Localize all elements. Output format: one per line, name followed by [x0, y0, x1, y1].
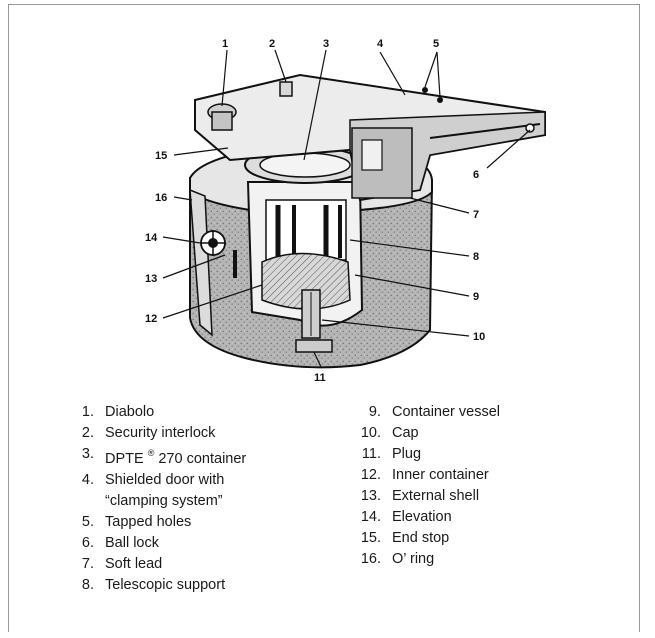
callout-15: 15 [155, 150, 167, 162]
plug [295, 339, 333, 353]
legend-label: Ball lock [105, 534, 159, 551]
callout-8: 8 [473, 251, 479, 263]
legend-number: 9. [368, 404, 381, 420]
legend-label: Inner container [392, 467, 489, 483]
legend-item-13: 13. External shell [357, 486, 500, 507]
legend-item-1: 1. Diabolo [80, 402, 246, 423]
legend-number: 5. [81, 513, 94, 530]
legend-label: Tapped holes [105, 513, 192, 530]
legend-item-12: 12. Inner container [357, 465, 500, 486]
legend-label: Soft lead [105, 555, 163, 572]
legend-label: Container vessel [392, 404, 500, 420]
legend-label: Shielded door with [105, 471, 225, 488]
legend-item-7: 7. Soft lead [80, 554, 246, 575]
legend-label: Cap [392, 425, 419, 441]
legend-number: 16. [360, 551, 381, 567]
callout-10: 10 [473, 331, 485, 343]
legend-item-11: 11. Plug [357, 444, 500, 465]
inner-cavity [246, 181, 364, 339]
legend-label: Elevation [392, 509, 452, 525]
legend-number: 11. [361, 446, 381, 462]
diabolo [207, 103, 237, 131]
legend-number: 14. [360, 509, 381, 525]
legend-item-14: 14. Elevation [357, 507, 500, 528]
callout-12: 12 [145, 313, 157, 325]
legend-number: 4. [81, 471, 94, 488]
legend-label-part: 270 container [154, 450, 247, 467]
callout-4: 4 [377, 38, 384, 50]
callout-9: 9 [473, 291, 479, 303]
registered-mark: ® [147, 448, 155, 458]
legend-number: 13. [360, 488, 381, 504]
legend-item-3: 3. DPTE ® 270 container [80, 444, 246, 470]
legend-item-5: 5. Tapped holes [80, 512, 246, 533]
legend-label-part: DPTE [105, 450, 144, 467]
legend-number: 3. [81, 446, 94, 462]
container-cutaway-diagram: 1 2 3 4 5 6 7 8 9 10 11 12 13 14 15 16 [145, 38, 546, 384]
callout-13: 13 [145, 273, 157, 285]
legend-item-16: 16. O’ ring [357, 549, 500, 570]
legend-item-9: 9. Container vessel [357, 402, 500, 423]
legend-label: Security interlock [105, 425, 216, 441]
legend-number: 2. [81, 425, 94, 441]
legend-number: 15. [360, 530, 381, 546]
figure-frame [8, 4, 640, 632]
legend-number: 10. [360, 425, 381, 441]
legend-label: Telescopic support [105, 576, 226, 593]
legend-item-8: 8. Telescopic support [80, 575, 246, 596]
callout-5: 5 [433, 38, 439, 50]
legend-number: 8. [81, 576, 94, 593]
legend-item-4: 4. Shielded door with [80, 470, 246, 491]
legend-label: End stop [392, 530, 450, 546]
callout-16: 16 [155, 192, 167, 204]
shielded-door [194, 73, 546, 202]
legend-number: 7. [81, 555, 94, 572]
legend-item-2: 2. Security interlock [80, 423, 246, 444]
legend-label: Plug [392, 446, 422, 462]
legend-number: 12. [360, 467, 381, 483]
legend-label: Diabolo [105, 404, 155, 420]
legend-number: 1. [81, 404, 94, 420]
legend-item-10: 10. Cap [357, 423, 500, 444]
leader-lines [162, 49, 531, 368]
legend-item-15: 15. End stop [357, 528, 500, 549]
legend-item-4-continued: “clamping system” [80, 491, 246, 512]
callout-11: 11 [314, 372, 326, 384]
callout-1: 1 [222, 38, 228, 50]
legend-label: DPTE ® 270 container [105, 444, 246, 470]
legend-left-column: 1. Diabolo 2. Security interlock 3. DPTE… [80, 402, 246, 596]
elevation [200, 230, 226, 256]
legend-label: External shell [392, 488, 480, 504]
callout-7: 7 [473, 209, 479, 221]
callout-14: 14 [145, 232, 158, 244]
legend-label: O’ ring [392, 551, 435, 567]
callout-3: 3 [323, 38, 329, 50]
callout-2: 2 [269, 38, 275, 50]
legend-label: “clamping system” [105, 492, 223, 509]
legend-number: 6. [81, 534, 94, 551]
callout-6: 6 [473, 169, 479, 181]
legend-right-column: 9. Container vessel 10. Cap 11. Plug 12.… [357, 402, 500, 570]
legend-item-6: 6. Ball lock [80, 533, 246, 554]
security-interlock [279, 81, 293, 97]
